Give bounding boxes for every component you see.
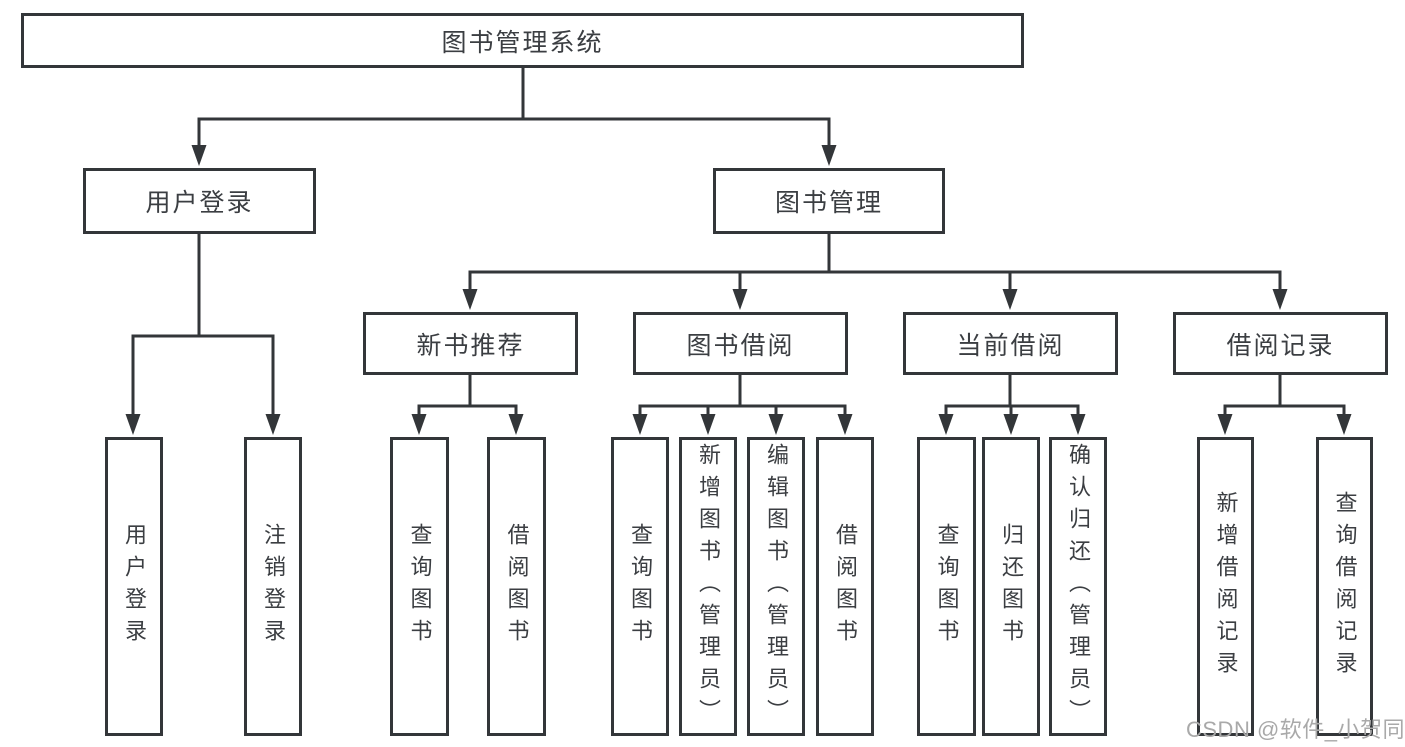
node-label: 图书管理系统 (441, 28, 604, 57)
node-label: 新增借阅记录 (1213, 490, 1239, 683)
node-query-books: 查询图书 (390, 437, 449, 736)
node-label: 借阅图书 (833, 522, 858, 651)
node-return-books: 归还图书 (982, 437, 1040, 736)
node-borrowing-records: 借阅记录 (1173, 312, 1388, 375)
node-new-book-recommendation: 新书推荐 (363, 312, 578, 375)
node-label: 查询图书 (407, 522, 433, 651)
node-query-borrow-record: 查询借阅记录 (1316, 437, 1373, 736)
node-borrow-books: 借阅图书 (816, 437, 874, 736)
node-current-borrowing: 当前借阅 (903, 312, 1118, 375)
node-label: 新书推荐 (416, 331, 525, 360)
node-add-borrow-record: 新增借阅记录 (1197, 437, 1254, 736)
node-book-management: 图书管理 (713, 168, 945, 234)
node-add-books-admin: 新增图书（管理员） (679, 437, 737, 736)
node-query-books: 查询图书 (917, 437, 976, 736)
node-label: 注销登录 (261, 522, 286, 651)
node-edit-books-admin: 编辑图书（管理员） (747, 437, 805, 736)
node-label: 借阅图书 (504, 522, 530, 651)
node-label: 查询图书 (934, 522, 960, 651)
node-label: 确认归还（管理员） (1066, 442, 1091, 731)
node-label: 查询图书 (628, 522, 653, 651)
node-label: 归还图书 (999, 522, 1024, 651)
node-confirm-return-admin: 确认归还（管理员） (1049, 437, 1107, 736)
node-user-login-action: 用户登录 (105, 437, 163, 736)
node-label: 图书管理 (774, 189, 883, 217)
node-label: 用户登录 (122, 522, 147, 651)
csdn-watermark: CSDN @软件_小贺同学 (1186, 717, 1405, 742)
node-label: 当前借阅 (956, 331, 1065, 360)
node-book-borrowing: 图书借阅 (633, 312, 848, 375)
node-label: 编辑图书（管理员） (764, 442, 789, 731)
node-library-management-system: 图书管理系统 (21, 13, 1024, 68)
node-query-books: 查询图书 (611, 437, 669, 736)
node-user-login: 用户登录 (83, 168, 316, 234)
node-label: 借阅记录 (1226, 331, 1335, 360)
node-logout-action: 注销登录 (244, 437, 302, 736)
node-borrow-books: 借阅图书 (487, 437, 546, 736)
node-label: 查询借阅记录 (1332, 490, 1358, 683)
node-label: 用户登录 (145, 189, 254, 217)
node-label: 图书借阅 (686, 331, 795, 360)
node-label: 新增图书（管理员） (696, 442, 721, 731)
